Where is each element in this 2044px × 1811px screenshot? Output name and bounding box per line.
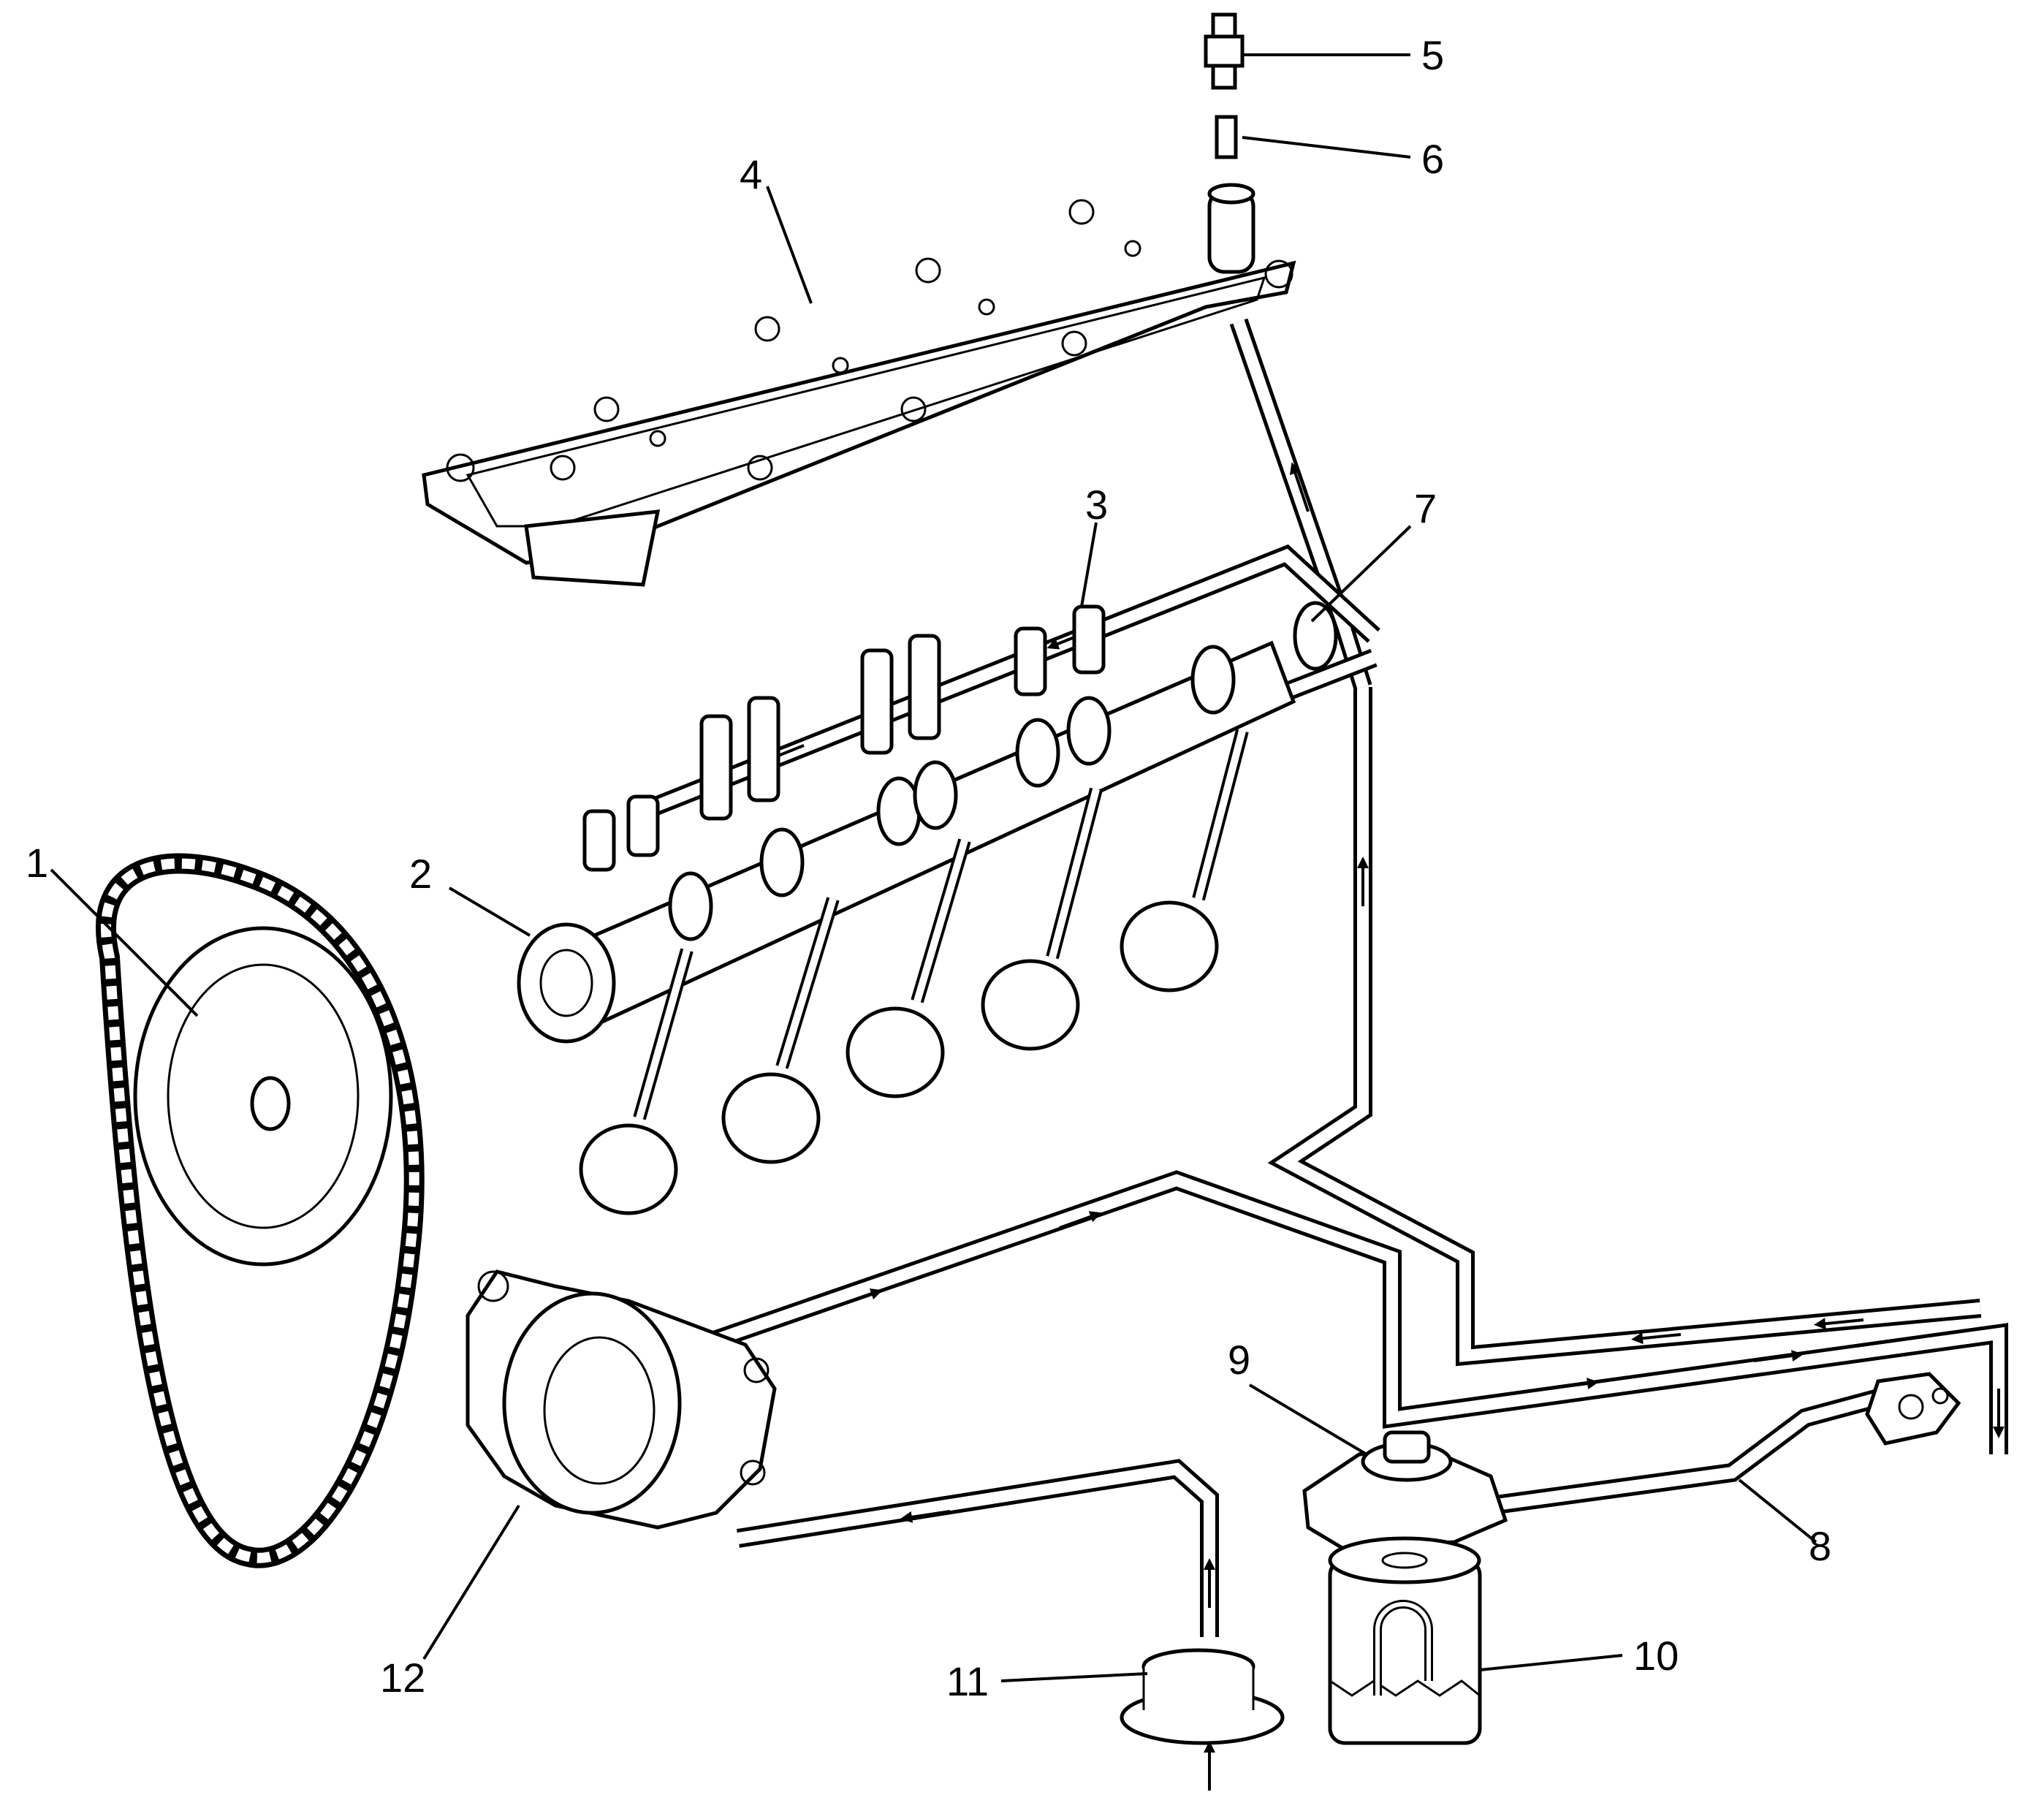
leader-lines xyxy=(50,53,1817,1682)
connecting-rod xyxy=(721,897,840,1164)
connecting-rod xyxy=(579,948,694,1215)
oil-pickup-screen xyxy=(1120,1648,1285,1745)
timing-chain-sprocket xyxy=(96,853,425,1568)
callout-1: 1 xyxy=(26,840,48,886)
oil-passages xyxy=(639,318,2008,1637)
oil-filter-adapter xyxy=(1302,1430,1508,1552)
lifter xyxy=(582,809,616,872)
oil-pressure-fitting xyxy=(1215,115,1238,159)
callout-7: 7 xyxy=(1414,485,1437,531)
connecting-rod xyxy=(1120,729,1249,992)
lifter xyxy=(908,634,941,740)
lifter xyxy=(1014,626,1047,696)
lifter xyxy=(626,794,660,857)
callout-labels: 1 2 3 4 5 6 7 8 9 10 11 12 xyxy=(26,32,1831,1704)
connecting-rods xyxy=(579,729,1249,1215)
valve-lifters xyxy=(582,604,1106,872)
callout-8: 8 xyxy=(1809,1523,1831,1569)
filter-adapter-tube-flange xyxy=(1865,1372,1961,1446)
callout-11: 11 xyxy=(946,1658,989,1704)
lifter xyxy=(699,714,733,821)
callout-4: 4 xyxy=(740,151,762,197)
callout-6: 6 xyxy=(1421,136,1444,182)
callout-10: 10 xyxy=(1633,1633,1679,1679)
oil-pump xyxy=(466,1269,777,1530)
connecting-rod xyxy=(981,787,1103,1051)
connecting-rod xyxy=(846,838,971,1098)
callout-5: 5 xyxy=(1421,32,1444,78)
callout-9: 9 xyxy=(1228,1337,1250,1383)
lifter xyxy=(1072,604,1106,675)
oil-pressure-sensor xyxy=(1204,12,1245,90)
lifter xyxy=(747,696,780,802)
camshaft xyxy=(517,601,1338,1044)
lifter xyxy=(860,648,894,755)
oil-filter xyxy=(1328,1536,1482,1745)
valley-cover xyxy=(422,183,1296,587)
callout-3: 3 xyxy=(1085,482,1108,528)
callout-2: 2 xyxy=(409,851,432,897)
oil-passage-pickup xyxy=(736,1459,1219,1637)
oil-passage-pump-outlet xyxy=(698,1170,1402,1381)
callout-12: 12 xyxy=(380,1655,425,1701)
